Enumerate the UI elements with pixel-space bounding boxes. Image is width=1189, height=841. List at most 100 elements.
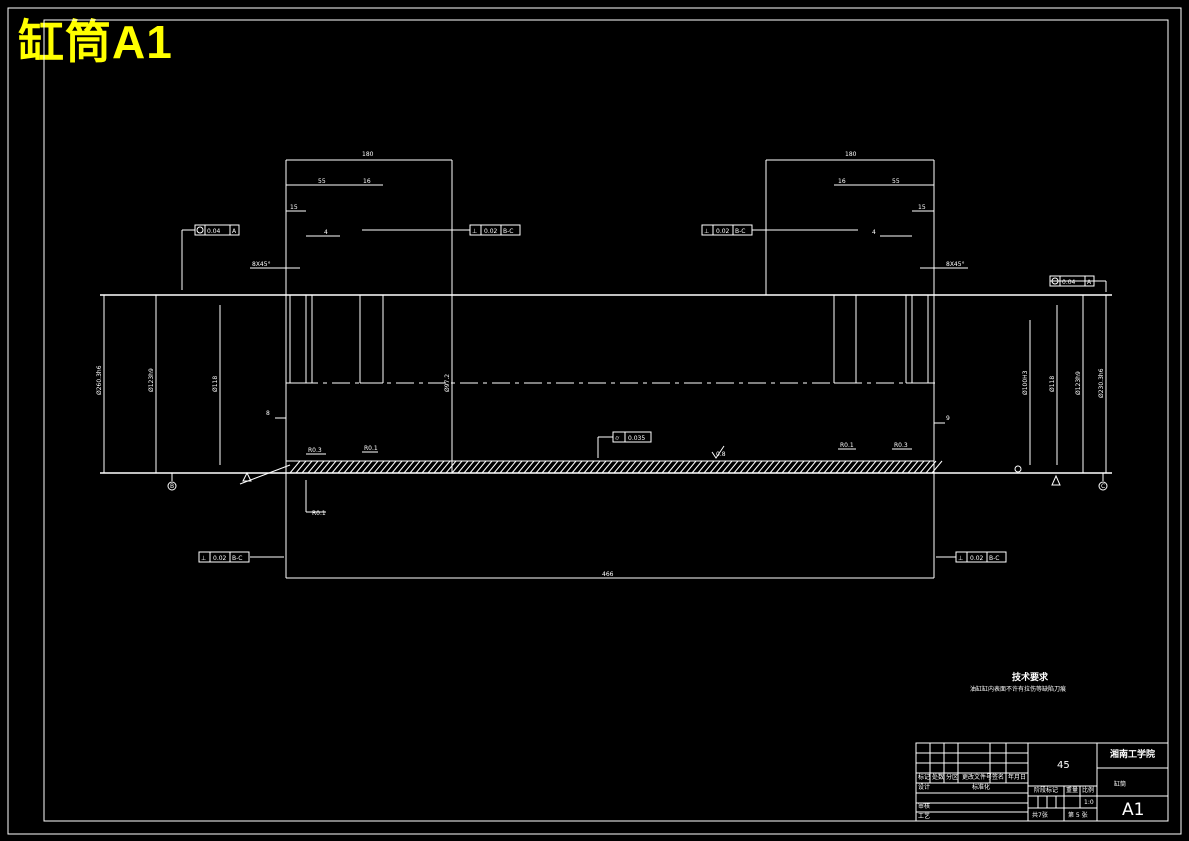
roughness-icon (711, 445, 725, 459)
hatch-line (571, 460, 583, 474)
hatch-line (679, 460, 691, 474)
roughness-value: 0.8 (716, 451, 726, 458)
radius-r01-left: R0.1 (364, 445, 378, 452)
hatch-line (655, 460, 667, 474)
datum-a-left (239, 464, 291, 485)
hatch-line (817, 460, 829, 474)
svg-text:0.02: 0.02 (716, 228, 730, 235)
dim-overall: 466 (602, 571, 614, 578)
dim-left-total: 180 (362, 151, 374, 158)
svg-text:B-C: B-C (232, 555, 242, 562)
hatch-line (865, 460, 877, 474)
notes-heading: 技术要求 (1012, 671, 1049, 683)
hatch-line (559, 460, 571, 474)
hatch-line (841, 460, 853, 474)
perpendicular-icon: ⊥ (704, 228, 709, 235)
hatch-line (895, 460, 907, 474)
hatch-line (811, 460, 823, 474)
svg-text:A: A (1087, 279, 1092, 286)
dia-right-mid: Ø118 (1049, 376, 1056, 392)
gdt-perp-top-right: ⊥ 0.02 B-C (701, 224, 753, 236)
hatch-line (487, 460, 499, 474)
hatch-line (877, 460, 889, 474)
perpendicular-icon: ⊥ (201, 555, 206, 562)
dia-left-outer: Ø260.3h6 (96, 365, 103, 395)
hatch-line (745, 460, 757, 474)
hatch-line (925, 460, 937, 474)
hatch-line (625, 460, 637, 474)
dia-right-inner: Ø100H3 (1022, 370, 1029, 395)
hatch-line (451, 460, 463, 474)
hatch-line (829, 460, 841, 474)
svg-text:0.035: 0.035 (628, 435, 645, 442)
hatch-line (469, 460, 481, 474)
dia-left-mid: Ø123h9 (148, 368, 155, 392)
hatch-line (601, 460, 613, 474)
hatch-line (481, 460, 493, 474)
hatch-line (373, 460, 385, 474)
hatch-line (367, 460, 379, 474)
hatch-line (583, 460, 595, 474)
hatch-line (769, 460, 781, 474)
tb-total-sheets: 共7张 (1032, 811, 1048, 819)
hatch-line (295, 460, 307, 474)
svg-text:B-C: B-C (503, 228, 513, 235)
hatch-line (325, 460, 337, 474)
hatch-line (409, 460, 421, 474)
hatch-line (433, 460, 445, 474)
hatch-line (379, 460, 391, 474)
hatch-line (643, 460, 655, 474)
hatch-line (853, 460, 865, 474)
hatch-line (727, 460, 739, 474)
dim-left-8: 8 (266, 410, 270, 417)
tb-sheet-no: 第 5 张 (1068, 811, 1088, 819)
runout-icon (1051, 277, 1059, 285)
tb-label-8: 审核 (918, 802, 930, 810)
hatch-line (517, 460, 529, 474)
tb-label-2: 分区 (946, 773, 958, 781)
hatch-line (637, 460, 649, 474)
title-block: 45 湘南工学院 缸筒 A1 1:0 共7张 第 5 张 标记 处数 分区 更改… (915, 742, 1169, 822)
hatch-line (463, 460, 475, 474)
hatch-line (733, 460, 745, 474)
hatch-line (523, 460, 535, 474)
hatch-line (535, 460, 547, 474)
hatch-line (337, 460, 349, 474)
dim-left-16: 16 (363, 178, 371, 185)
hatch-line (919, 460, 931, 474)
tb-sheet-size: A1 (1122, 800, 1144, 820)
outer-border (7, 7, 1182, 835)
svg-text:0.04: 0.04 (207, 228, 221, 235)
hatch-line (331, 460, 343, 474)
tb-label-4: 签名 (992, 773, 1004, 781)
hatch-line (457, 460, 469, 474)
radius-r03-left: R0.3 (308, 447, 322, 454)
dim-left-4: 4 (324, 229, 328, 236)
svg-text:C: C (1101, 483, 1105, 490)
top-dimensions (250, 159, 968, 579)
inner-frame (43, 19, 1169, 822)
radius-r01-bottom: R0.1 (312, 510, 326, 517)
dim-right-9: 9 (946, 415, 950, 422)
tb-label-6: 设计 (918, 783, 930, 791)
gdt-perp-bottom-left: ⊥ 0.02 B-C (198, 551, 250, 563)
hatch-line (595, 460, 607, 474)
hatch-line (343, 460, 355, 474)
hatch-line (553, 460, 565, 474)
hatch-line (505, 460, 517, 474)
hatch-line (541, 460, 553, 474)
cylindricity-icon: ⌭ (615, 435, 620, 442)
radius-r01-right: R0.1 (840, 442, 854, 449)
hatch-line (763, 460, 775, 474)
datum-a-right (1014, 465, 1061, 486)
hatch-line (403, 460, 415, 474)
hatch-line (547, 460, 559, 474)
hatch-line (691, 460, 703, 474)
hatch-line (901, 460, 913, 474)
hatch-line (499, 460, 511, 474)
hatch-line (889, 460, 901, 474)
tb-label-12: 比例 (1082, 786, 1094, 794)
hatch-line (475, 460, 487, 474)
hatch-line (649, 460, 661, 474)
